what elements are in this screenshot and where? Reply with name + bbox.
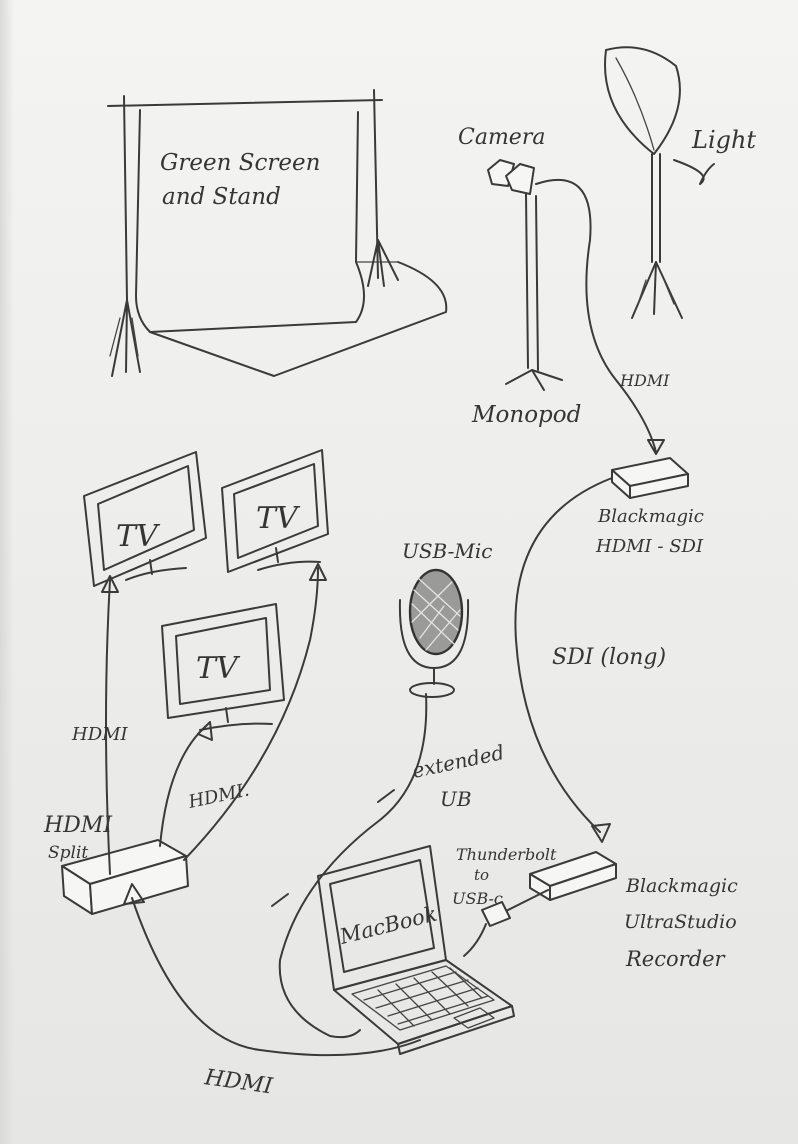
camera-drawing <box>487 159 563 391</box>
light-label: Light <box>691 126 756 154</box>
hdmi-split-sub-label: Split <box>48 843 88 863</box>
hdmi-split-label: HDMI <box>43 813 113 838</box>
light-drawing <box>604 46 715 319</box>
hdmi-sdi-converter <box>611 457 689 499</box>
green-screen-drawing <box>107 89 448 377</box>
tv-center <box>161 603 285 731</box>
usb-c-cable <box>463 923 487 957</box>
green-screen-stand-label: and Stand <box>162 184 281 210</box>
hdmi-cable-camera <box>535 178 657 453</box>
hdmi-cable-tv-center <box>159 725 207 847</box>
usb-extension-cable <box>278 693 428 1039</box>
camera-label: Camera <box>458 125 545 150</box>
hdmi-camera-label: HDMI <box>619 371 670 390</box>
hdmi-center-label: HDMI. <box>186 780 251 814</box>
converter-label: Blackmagic <box>597 506 704 527</box>
hdmi-cable-tv-left <box>105 579 111 875</box>
cable-joint-marks <box>271 789 395 907</box>
extended-label: extended <box>410 740 506 783</box>
tv-right-label: TV <box>256 501 301 536</box>
thunderbolt-adapter <box>481 901 511 927</box>
hdmi-split-box <box>61 839 189 915</box>
arrow-head <box>309 563 327 581</box>
thunderbolt-to-label: to <box>474 866 489 884</box>
hdmi-cable-macbook <box>131 897 421 1057</box>
thunderbolt-usbc-label: USB-c <box>452 889 503 908</box>
arrow-head <box>101 575 119 593</box>
recorder-label: Blackmagic <box>625 875 738 897</box>
tv-left-label: TV <box>116 519 161 554</box>
sdi-label: SDI (long) <box>552 645 666 670</box>
sdi-cable <box>514 477 613 833</box>
recorder-model-label: UltraStudio <box>624 911 737 933</box>
arrow-head <box>647 439 665 455</box>
ultrastudio-recorder <box>529 851 617 901</box>
tv-right <box>221 449 329 573</box>
tv-left <box>83 451 207 587</box>
hdmi-bottom-label: HDMI <box>202 1065 275 1100</box>
arrow-head <box>197 721 213 741</box>
converter-type-label: HDMI - SDI <box>595 536 704 557</box>
macbook-drawing <box>317 845 515 1055</box>
green-screen-label: Green Screen <box>160 150 320 176</box>
monopod-label: Monopod <box>471 402 581 428</box>
hdmi-left-label: HDMI <box>71 724 129 745</box>
extended-sub-label: UB <box>440 787 472 811</box>
hdmi-cable-tv-right <box>183 567 319 861</box>
thunderbolt-label: Thunderbolt <box>456 845 557 864</box>
tv-center-label: TV <box>196 651 241 686</box>
usb-mic-label: USB-Mic <box>402 539 492 563</box>
macbook-label: MacBook <box>336 902 439 950</box>
recorder-type-label: Recorder <box>625 947 727 971</box>
usb-mic-drawing <box>398 568 470 698</box>
arrow-head <box>123 883 145 905</box>
arrow-head <box>591 823 611 843</box>
